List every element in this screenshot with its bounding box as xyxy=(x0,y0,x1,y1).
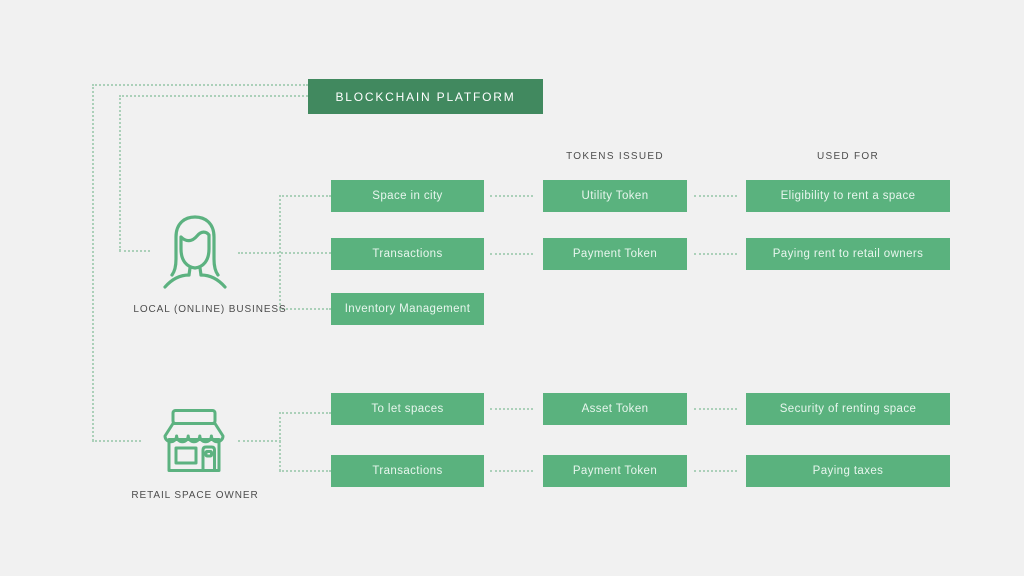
connector-business-top xyxy=(279,195,331,197)
connector-row5-a xyxy=(490,470,533,472)
connector-to-owner-icon xyxy=(92,440,141,442)
activity-box-to-let-spaces: To let spaces xyxy=(331,393,484,425)
connector-owner-mid xyxy=(238,440,281,442)
woman-icon xyxy=(160,211,230,289)
platform-title-box: BLOCKCHAIN PLATFORM xyxy=(308,79,543,114)
usedfor-box-security-of-renting: Security of renting space xyxy=(746,393,950,425)
column-header-used-for: USED FOR xyxy=(816,151,880,162)
connector-owner-bottom xyxy=(279,470,331,472)
connector-to-business-icon xyxy=(119,250,150,252)
usedfor-box-eligibility-to-rent: Eligibility to rent a space xyxy=(746,180,950,212)
activity-box-inventory-management: Inventory Management xyxy=(331,293,484,325)
token-box-payment-token-owner: Payment Token xyxy=(543,455,687,487)
connector-platform-second xyxy=(119,95,308,97)
connector-owner-top xyxy=(279,412,331,414)
token-box-payment-token-business: Payment Token xyxy=(543,238,687,270)
actor-label-retail-space-owner: RETAIL SPACE OWNER xyxy=(131,489,259,501)
activity-box-space-in-city: Space in city xyxy=(331,180,484,212)
connector-row4-b xyxy=(694,408,737,410)
connector-row1-b xyxy=(694,195,737,197)
connector-row4-a xyxy=(490,408,533,410)
token-box-utility-token: Utility Token xyxy=(543,180,687,212)
column-header-tokens-issued: TOKENS ISSUED xyxy=(566,151,664,162)
connector-business-bottom xyxy=(279,308,331,310)
connector-trunk-inner xyxy=(119,95,121,251)
connector-business-mid xyxy=(238,252,331,254)
usedfor-box-paying-taxes: Paying taxes xyxy=(746,455,950,487)
connector-trunk-outer xyxy=(92,84,94,441)
activity-box-transactions-business: Transactions xyxy=(331,238,484,270)
actor-label-local-online-business: LOCAL (ONLINE) BUSINESS xyxy=(133,303,287,315)
connector-business-fork xyxy=(279,195,281,309)
connector-row2-b xyxy=(694,253,737,255)
usedfor-box-paying-rent: Paying rent to retail owners xyxy=(746,238,950,270)
connector-row1-a xyxy=(490,195,533,197)
activity-box-transactions-owner: Transactions xyxy=(331,455,484,487)
connector-owner-fork xyxy=(279,412,281,471)
connector-row5-b xyxy=(694,470,737,472)
connector-platform-top xyxy=(92,84,308,86)
token-box-asset-token: Asset Token xyxy=(543,393,687,425)
connector-row2-a xyxy=(490,253,533,255)
store-icon xyxy=(162,408,226,474)
